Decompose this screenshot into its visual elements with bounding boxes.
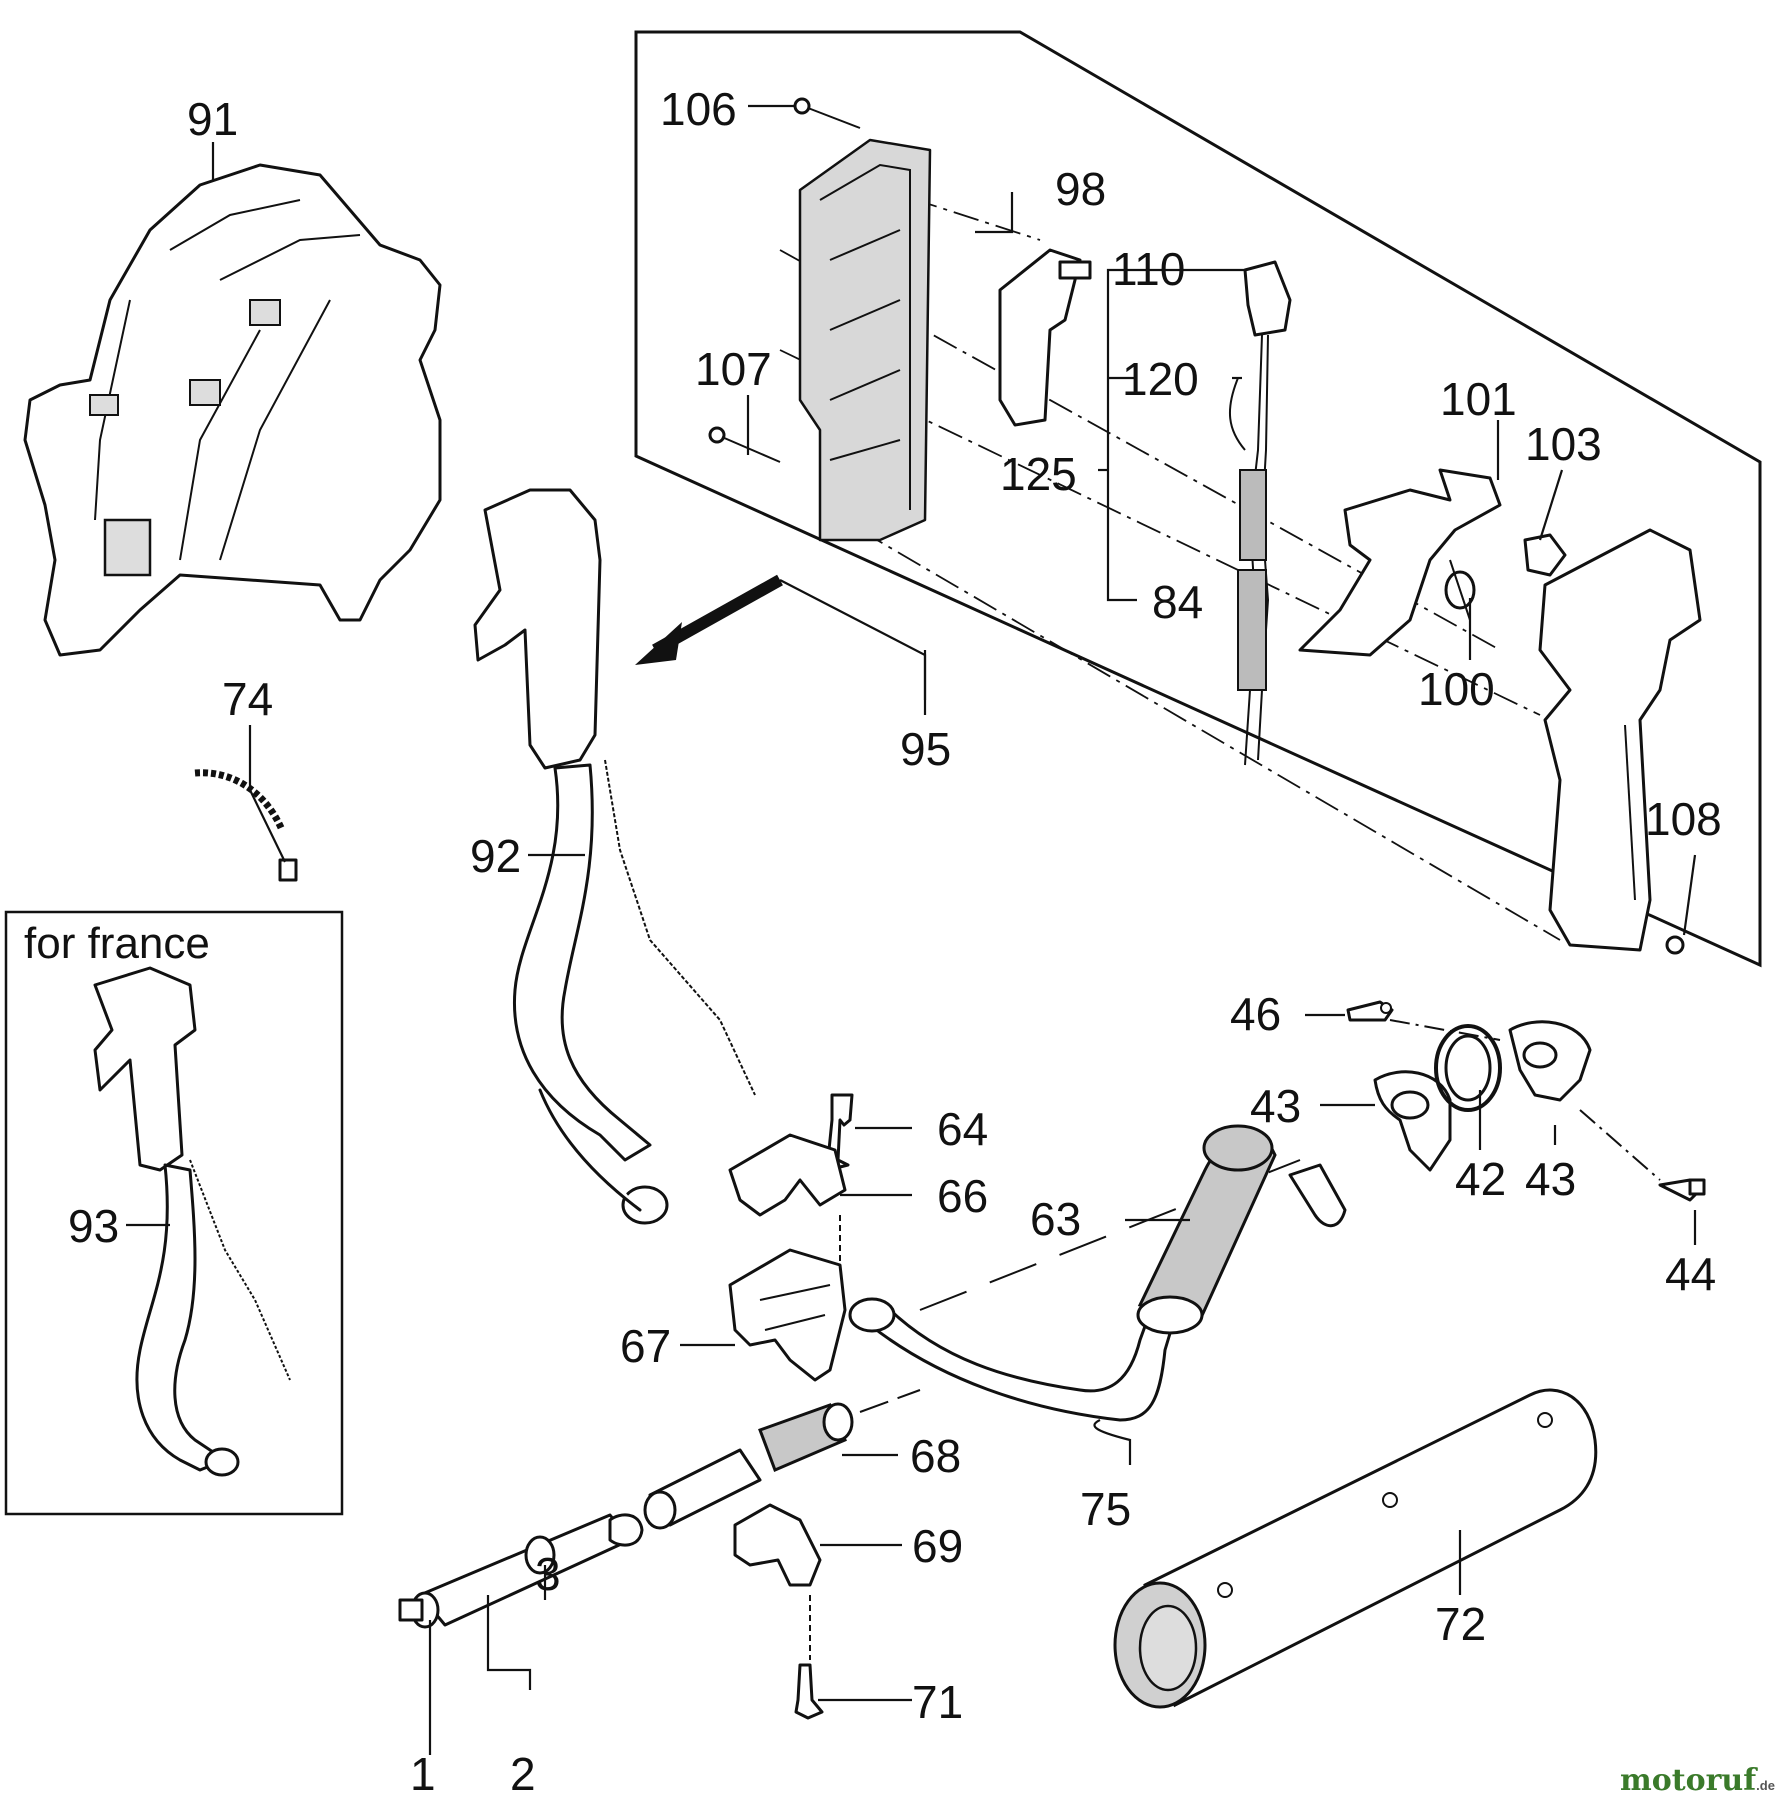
clamp-43-right bbox=[1508, 1020, 1592, 1102]
foam-tube-72 bbox=[1113, 1388, 1598, 1709]
part-labels: 106 98 110 120 125 84 107 101 103 100 10… bbox=[68, 83, 1722, 1800]
grip-63 bbox=[1136, 1124, 1347, 1335]
handle-housing-left-half bbox=[798, 138, 932, 542]
shaft-assembly bbox=[398, 1402, 854, 1629]
label-91: 91 bbox=[187, 93, 238, 145]
label-68: 68 bbox=[910, 1430, 961, 1482]
screw-108 bbox=[1665, 935, 1685, 955]
clamp-43-left bbox=[1373, 1070, 1452, 1172]
label-92: 92 bbox=[470, 830, 521, 882]
france-inset-frame bbox=[4, 910, 344, 1516]
handle-housing-right-half bbox=[1538, 528, 1702, 952]
label-71: 71 bbox=[912, 1676, 963, 1728]
watermark-text: motoruf bbox=[1620, 1763, 1758, 1798]
label-69: 69 bbox=[912, 1520, 963, 1572]
label-72: 72 bbox=[1435, 1598, 1486, 1650]
label-64: 64 bbox=[937, 1103, 988, 1155]
chain-74 bbox=[194, 725, 298, 882]
label-106: 106 bbox=[660, 83, 737, 135]
trigger-101 bbox=[1298, 468, 1502, 657]
handle-93 bbox=[93, 966, 291, 1477]
label-98: 98 bbox=[1055, 163, 1106, 215]
spring-100 bbox=[1444, 559, 1476, 621]
watermark: motoruf.de bbox=[1620, 1763, 1775, 1798]
clamp-cap-66 bbox=[728, 1133, 847, 1217]
label-63: 63 bbox=[1030, 1193, 1081, 1245]
throttle-exploded-view bbox=[634, 30, 1762, 968]
harness-91 bbox=[23, 163, 442, 657]
switch-110 bbox=[1243, 260, 1292, 337]
label-103: 103 bbox=[1525, 418, 1602, 470]
label-125: 125 bbox=[1000, 448, 1077, 500]
screw-71 bbox=[794, 1663, 824, 1720]
label-3: 3 bbox=[535, 1548, 561, 1600]
label-43-left: 43 bbox=[1250, 1080, 1301, 1132]
clamp-69 bbox=[733, 1503, 822, 1587]
label-110: 110 bbox=[1112, 243, 1185, 295]
label-75: 75 bbox=[1080, 1483, 1131, 1535]
label-101: 101 bbox=[1440, 373, 1517, 425]
label-95: 95 bbox=[900, 723, 951, 775]
label-93: 93 bbox=[68, 1200, 119, 1252]
gasket-42 bbox=[1434, 1024, 1502, 1112]
cable-120-84 bbox=[1228, 334, 1270, 766]
throttle-handle-92 bbox=[473, 488, 783, 1225]
screw-107 bbox=[708, 426, 781, 463]
label-44: 44 bbox=[1665, 1248, 1716, 1300]
watermark-suffix: .de bbox=[1756, 1778, 1775, 1793]
label-66: 66 bbox=[937, 1170, 988, 1222]
label-42: 42 bbox=[1455, 1153, 1506, 1205]
label-107: 107 bbox=[695, 343, 772, 395]
label-74: 74 bbox=[222, 673, 273, 725]
screw-106 bbox=[793, 97, 861, 129]
label-2: 2 bbox=[510, 1748, 536, 1800]
label-1: 1 bbox=[410, 1748, 436, 1800]
clamp-base-67 bbox=[728, 1248, 847, 1382]
france-inset: for france bbox=[4, 910, 344, 1516]
label-120: 120 bbox=[1122, 353, 1199, 405]
lever-98 bbox=[998, 248, 1092, 427]
screw-44 bbox=[1579, 1109, 1706, 1202]
label-100: 100 bbox=[1418, 663, 1495, 715]
label-108: 108 bbox=[1645, 793, 1722, 845]
retainer-46 bbox=[1346, 1000, 1394, 1022]
lockout-103 bbox=[1523, 533, 1567, 577]
label-46: 46 bbox=[1230, 988, 1281, 1040]
label-67: 67 bbox=[620, 1320, 671, 1372]
svg-text:motoruf.de: motoruf.de bbox=[1620, 1763, 1775, 1798]
label-43-right: 43 bbox=[1525, 1153, 1576, 1205]
label-84: 84 bbox=[1152, 576, 1203, 628]
france-inset-title: for france bbox=[24, 919, 210, 968]
exploded-view-frame bbox=[634, 30, 1762, 968]
